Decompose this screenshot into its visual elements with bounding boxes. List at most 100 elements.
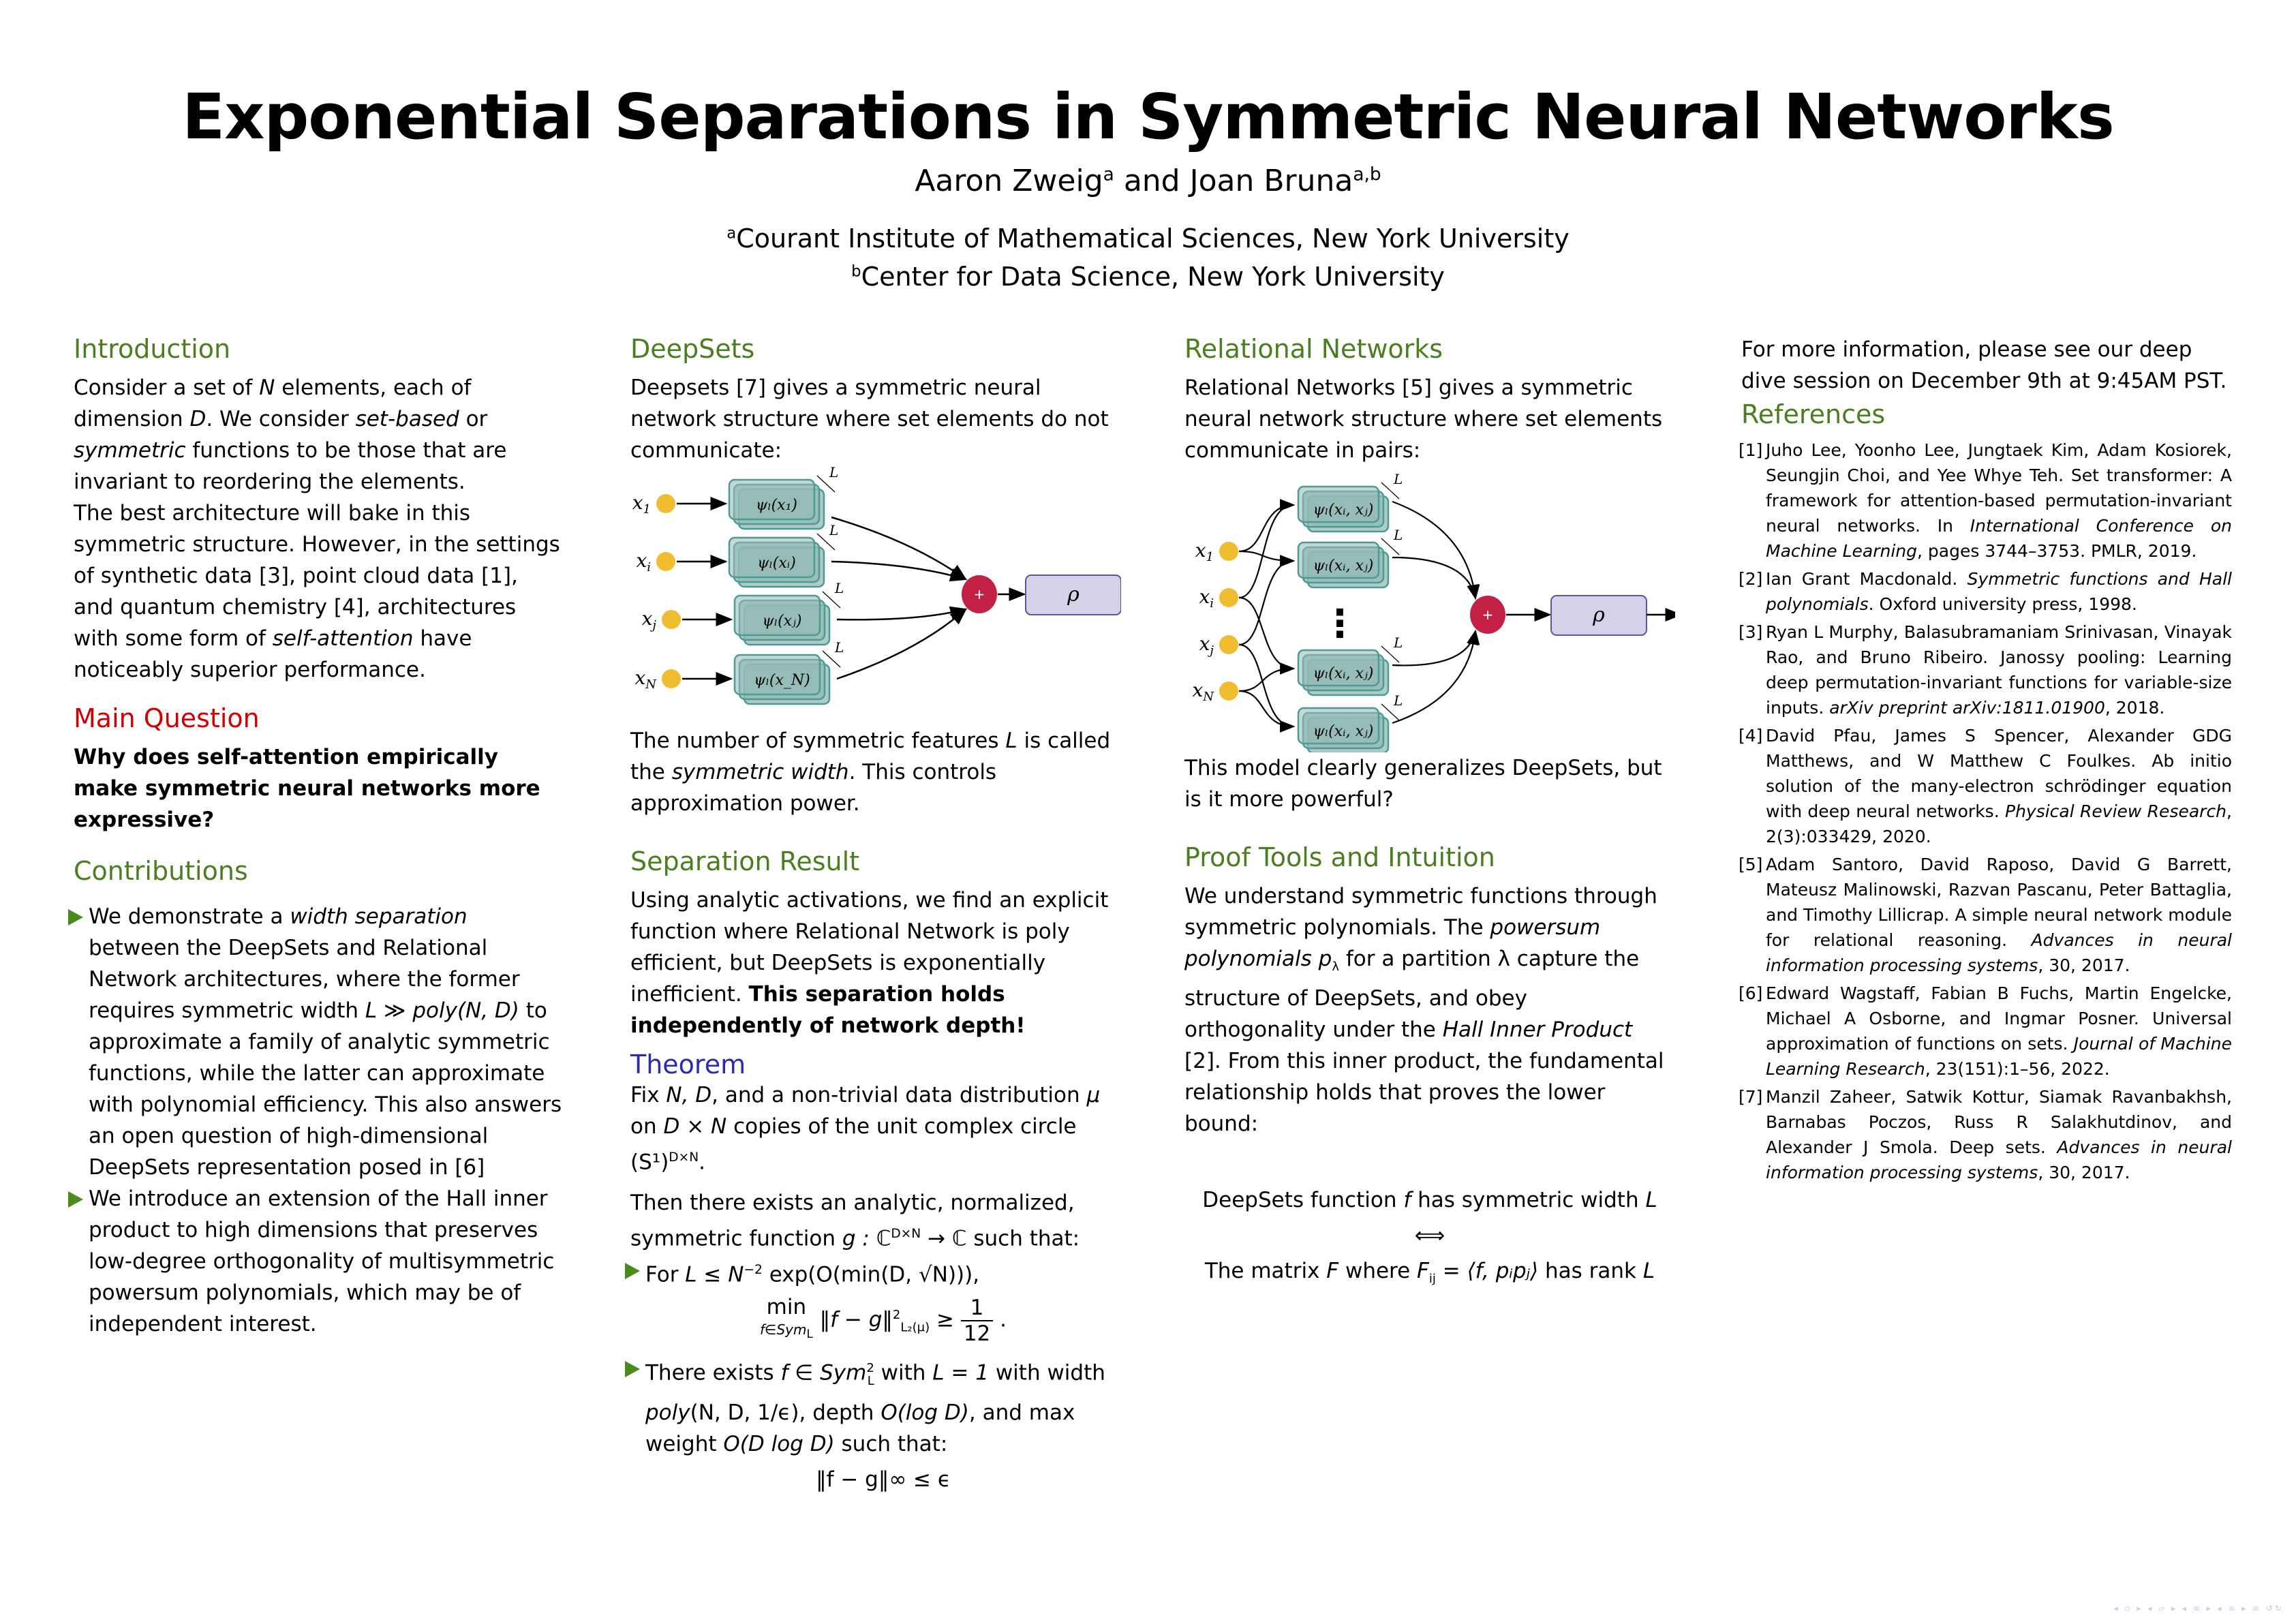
psi-box-stack: ψₗ(xᵢ, xⱼ)L xyxy=(1297,471,1403,533)
input-node xyxy=(1219,588,1238,607)
width-indicator xyxy=(1381,538,1400,555)
input-node xyxy=(656,494,675,513)
psi-box-stack: ψₗ(x₁)L xyxy=(728,466,838,530)
psi-box-label: ψₗ(x₁) xyxy=(756,497,797,514)
reference-item: [5]Adam Santoro, David Raposo, David G B… xyxy=(1739,852,2232,978)
psi-box-stack: ψₗ(xⱼ)L xyxy=(733,580,844,646)
sum-node xyxy=(1470,596,1505,634)
width-indicator xyxy=(1381,482,1400,500)
arrow xyxy=(1392,629,1479,667)
more-info-text: For more information, please see our dee… xyxy=(1741,337,2227,393)
width-indicator xyxy=(1381,645,1400,663)
main-question-heading: Main Question xyxy=(74,703,260,733)
rho-label: ρ xyxy=(1592,603,1605,627)
theorem-equation-2: ‖f − g‖∞ ≤ ϵ xyxy=(816,1467,951,1492)
author-zweig-affil: a xyxy=(1103,164,1114,185)
arrow xyxy=(1238,550,1296,567)
input-node xyxy=(662,669,681,688)
width-label: L xyxy=(834,639,844,656)
ellipsis-icon: ⋮ xyxy=(1321,602,1359,646)
references-heading: References xyxy=(1741,399,1886,429)
introduction-paragraph-2: The best architecture will bake in this … xyxy=(74,501,560,682)
column-2: DeepSets Deepsets [7] gives a symmetric … xyxy=(625,334,1121,1499)
affil-marker: b xyxy=(851,262,861,281)
relational-intro: Relational Networks [5] gives a symmetri… xyxy=(1184,376,1663,463)
reference-number: [6] xyxy=(1739,983,1763,1003)
input-node xyxy=(656,552,675,571)
affil-marker: a xyxy=(726,224,737,243)
deepsets-intro: Deepsets [7] gives a symmetric neural ne… xyxy=(630,376,1109,463)
triangle-bullet-icon xyxy=(625,1360,640,1377)
input-node xyxy=(1219,542,1238,561)
reference-item: [4]David Pfau, James S Spencer, Alexande… xyxy=(1739,723,2232,849)
width-label: L xyxy=(1393,527,1403,543)
triangle-bullet-icon xyxy=(625,1262,640,1279)
arrow xyxy=(831,560,968,582)
psi-box-label: ψₗ(xᵢ) xyxy=(757,555,796,572)
input-label: xN xyxy=(634,667,657,692)
column-3: Relational Networks Relational Networks … xyxy=(1184,334,1675,1299)
sum-label: + xyxy=(1482,607,1494,623)
sum-node xyxy=(962,575,997,613)
width-label: L xyxy=(1393,634,1403,651)
width-indicator xyxy=(822,591,841,609)
width-label: L xyxy=(834,580,844,596)
arrow xyxy=(836,606,968,621)
relational-heading: Relational Networks xyxy=(1184,334,1443,364)
psi-box-label: ψₗ(xᵢ, xⱼ) xyxy=(1313,502,1374,519)
psi-box-stack: ψₗ(xᵢ, xⱼ) L xyxy=(1297,527,1403,589)
rho-box xyxy=(1025,574,1121,615)
deepsets-heading: DeepSets xyxy=(630,334,755,364)
reference-item: [3]Ryan L Murphy, Balasubramaniam Sriniv… xyxy=(1739,619,2232,720)
reference-item: [6]Edward Wagstaff, Fabian B Fuchs, Mart… xyxy=(1739,981,2232,1082)
proof-heading: Proof Tools and Intuition xyxy=(1184,842,1495,872)
input-label: xi xyxy=(636,549,651,574)
author-bruna: Joan Bruna xyxy=(1189,164,1353,198)
psi-box-stack: ψₗ(x_N) L xyxy=(733,639,844,705)
deepsets-symmetric-width-text: The number of symmetric features L is ca… xyxy=(630,729,1111,816)
psi-box-label: ψₗ(xᵢ, xⱼ) xyxy=(1313,557,1374,574)
arrow xyxy=(1238,596,1296,675)
arrow xyxy=(1238,643,1296,733)
separation-text: Using analytic activations, we find an e… xyxy=(630,888,1109,1038)
theorem-bullet-upper-bound: There exists f ∈ Sym2L with L = 1 with w… xyxy=(625,1353,1121,1495)
psi-box-label: ψₗ(x_N) xyxy=(754,672,810,689)
width-indicator xyxy=(822,650,841,668)
theorem-paragraph-1: Fix N, D, and a non-trivial data distrib… xyxy=(630,1083,1101,1175)
authors: Aaron Zweiga and Joan Brunaa,b xyxy=(0,164,2296,198)
author-zweig: Aaron Zweig xyxy=(915,164,1103,198)
author-join: and xyxy=(1114,164,1190,198)
contribution-item: We introduce an extension of the Hall in… xyxy=(68,1183,564,1340)
triangle-bullet-icon xyxy=(68,1191,83,1208)
introduction-heading: Introduction xyxy=(74,334,231,364)
width-indicator xyxy=(1381,703,1400,721)
affiliation-cds: bCenter for Data Science, New York Unive… xyxy=(0,262,2296,292)
arrow xyxy=(1238,690,1296,733)
reference-number: [4] xyxy=(1739,726,1763,746)
introduction-paragraph-1: Consider a set of N elements, each of di… xyxy=(74,376,507,494)
contribution-item: We demonstrate a width separation betwee… xyxy=(68,901,564,1183)
width-label: L xyxy=(1393,692,1403,709)
reference-number: [3] xyxy=(1739,622,1763,642)
contributions-list: We demonstrate a width separation betwee… xyxy=(68,901,564,1340)
contributions-heading: Contributions xyxy=(74,856,248,886)
relational-followup: This model clearly generalizes DeepSets,… xyxy=(1184,756,1662,812)
arrow xyxy=(1238,499,1296,599)
references-list: [1]Juho Lee, Yoonho Lee, Jungtaek Kim, A… xyxy=(1739,438,2232,1185)
triangle-bullet-icon xyxy=(68,909,83,925)
sum-label: + xyxy=(974,586,985,602)
arrow xyxy=(1238,662,1296,692)
input-node xyxy=(1219,635,1238,654)
beamer-navigation-icons[interactable]: ◂ ▫ ▸ ◂ ▱ ▸ ◂ ≡ ▸ ◂ ≡ ▸ ≡ ↺↻ xyxy=(2113,1604,2284,1613)
arrow xyxy=(1392,629,1480,724)
proof-text: We understand symmetric functions throug… xyxy=(1184,884,1664,1137)
arrow xyxy=(1392,500,1480,600)
reference-item: [2]Ian Grant Macdonald. Symmetric functi… xyxy=(1739,566,2232,617)
reference-item: [7]Manzil Zaheer, Satwik Kottur, Siamak … xyxy=(1739,1084,2232,1185)
psi-box-label: ψₗ(xᵢ, xⱼ) xyxy=(1313,665,1374,682)
separation-heading: Separation Result xyxy=(630,846,860,876)
